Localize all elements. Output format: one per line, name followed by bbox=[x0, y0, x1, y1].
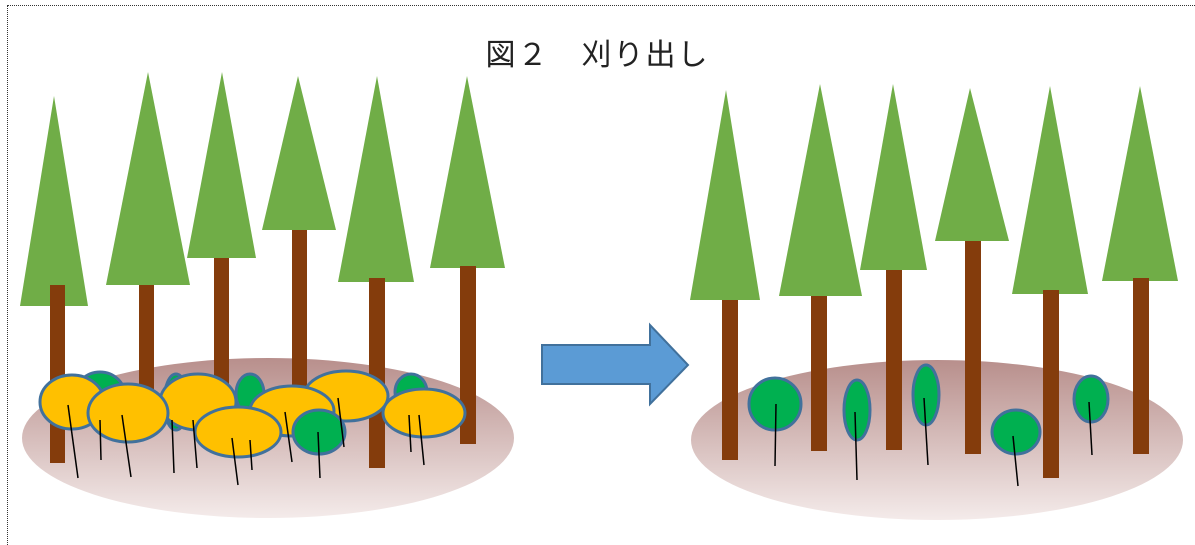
after-scene bbox=[690, 84, 1183, 520]
seedling bbox=[911, 363, 941, 427]
tree-trunk bbox=[886, 270, 902, 450]
tree-crown bbox=[860, 84, 927, 270]
tree-trunk bbox=[722, 300, 738, 460]
tree-trunk bbox=[965, 241, 981, 454]
stems bbox=[774, 397, 1093, 487]
tree-trunk bbox=[292, 230, 307, 426]
seedling bbox=[990, 408, 1042, 456]
tree-trunk bbox=[460, 266, 476, 444]
tree-crown bbox=[935, 88, 1009, 241]
tree-crown bbox=[779, 84, 862, 296]
tree-crown bbox=[262, 76, 336, 230]
tree-crown bbox=[1012, 86, 1088, 294]
before-scene bbox=[20, 72, 514, 518]
stems bbox=[67, 397, 425, 486]
weed bbox=[381, 387, 467, 439]
seedling bbox=[842, 378, 872, 442]
tree-trunk bbox=[50, 285, 65, 463]
tree-trunk bbox=[1133, 278, 1149, 454]
tree-crown bbox=[106, 72, 190, 285]
tree-trunk bbox=[811, 296, 827, 451]
seedling bbox=[1072, 374, 1110, 424]
weed bbox=[86, 382, 170, 444]
arrow-right bbox=[541, 322, 690, 407]
tree-crown bbox=[1102, 86, 1178, 281]
tree-trunk bbox=[214, 258, 229, 408]
illustration bbox=[20, 72, 1183, 520]
dotted-frame bbox=[7, 5, 1195, 545]
figure-title: 図２ 刈り出し bbox=[485, 38, 710, 73]
tree-crown bbox=[690, 90, 760, 300]
tree-crown bbox=[338, 76, 414, 282]
tree-crown bbox=[20, 96, 88, 306]
tree-trunk bbox=[1043, 290, 1059, 478]
tree-trunk bbox=[369, 278, 385, 468]
tree-crown bbox=[187, 72, 256, 258]
weed bbox=[193, 405, 283, 459]
tree-crown bbox=[430, 76, 505, 268]
